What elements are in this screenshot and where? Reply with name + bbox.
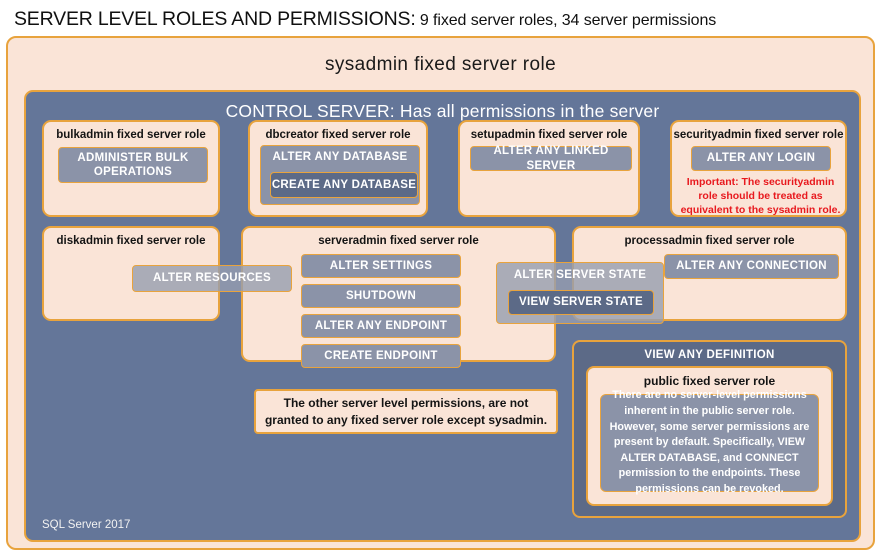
role-title-diskadmin: diskadmin fixed server role [56, 235, 206, 247]
role-box-public: public fixed server role There are no se… [586, 366, 833, 506]
control-server-label: CONTROL SERVER: Has all permissions in t… [225, 101, 660, 121]
role-box-setupadmin: setupadmin fixed server role ALTER ANY L… [458, 120, 640, 217]
role-box-serveradmin: serveradmin fixed server role ALTER SETT… [241, 226, 556, 368]
permission-alter-any-database-label: ALTER ANY DATABASE [272, 151, 408, 163]
sysadmin-role-panel: sysadmin fixed server role CONTROL SERVE… [6, 36, 875, 550]
permission-administer-bulk-operations[interactable]: ADMINISTER BULK OPERATIONS [58, 147, 208, 183]
role-title-public: public fixed server role [643, 374, 776, 388]
view-any-definition-panel: VIEW ANY DEFINITION public fixed server … [572, 340, 847, 518]
permission-view-any-definition: VIEW ANY DEFINITION [644, 349, 775, 361]
permission-view-server-state[interactable]: VIEW SERVER STATE [508, 290, 654, 315]
public-role-description: There are no server-level permissions in… [600, 389, 819, 495]
other-permissions-note: The other server level permissions, are … [254, 389, 558, 434]
role-box-securityadmin: securityadmin fixed server role ALTER AN… [670, 120, 847, 217]
role-title-securityadmin: securityadmin fixed server role [673, 129, 844, 141]
control-server-panel: CONTROL SERVER: Has all permissions in t… [24, 90, 861, 542]
role-title-serveradmin: serveradmin fixed server role [318, 235, 479, 247]
role-title-processadmin: processadmin fixed server role [624, 235, 795, 247]
permission-alter-server-state-label: ALTER SERVER STATE [513, 269, 647, 281]
permission-create-any-database[interactable]: CREATE ANY DATABASE [270, 172, 418, 198]
sysadmin-role-label: sysadmin fixed server role [324, 54, 557, 75]
permission-alter-any-linked-server[interactable]: ALTER ANY LINKED SERVER [470, 145, 632, 172]
permission-shutdown[interactable]: SHUTDOWN [301, 284, 461, 308]
page-title: SERVER LEVEL ROLES AND PERMISSIONS: 9 fi… [14, 8, 874, 34]
permission-alter-any-endpoint[interactable]: ALTER ANY ENDPOINT [301, 314, 461, 338]
role-box-dbcreator: dbcreator fixed server role ALTER ANY DA… [248, 120, 428, 217]
securityadmin-warning-note: Important: The securityadmin role should… [680, 176, 841, 217]
permission-alter-any-connection[interactable]: ALTER ANY CONNECTION [664, 254, 839, 279]
role-title-bulkadmin: bulkadmin fixed server role [56, 129, 206, 141]
role-title-setupadmin: setupadmin fixed server role [470, 129, 628, 141]
role-box-bulkadmin: bulkadmin fixed server role ADMINISTER B… [42, 120, 220, 217]
permission-create-endpoint[interactable]: CREATE ENDPOINT [301, 344, 461, 368]
sql-server-version-label: SQL Server 2017 [42, 519, 131, 531]
permission-alter-settings[interactable]: ALTER SETTINGS [301, 254, 461, 278]
permission-alter-resources[interactable]: ALTER RESOURCES [132, 265, 292, 292]
page-title-main: SERVER LEVEL ROLES AND PERMISSIONS: [14, 8, 416, 30]
page-title-sub: 9 fixed server roles, 34 server permissi… [415, 12, 717, 29]
permission-alter-any-login[interactable]: ALTER ANY LOGIN [691, 146, 831, 171]
role-title-dbcreator: dbcreator fixed server role [265, 129, 411, 141]
